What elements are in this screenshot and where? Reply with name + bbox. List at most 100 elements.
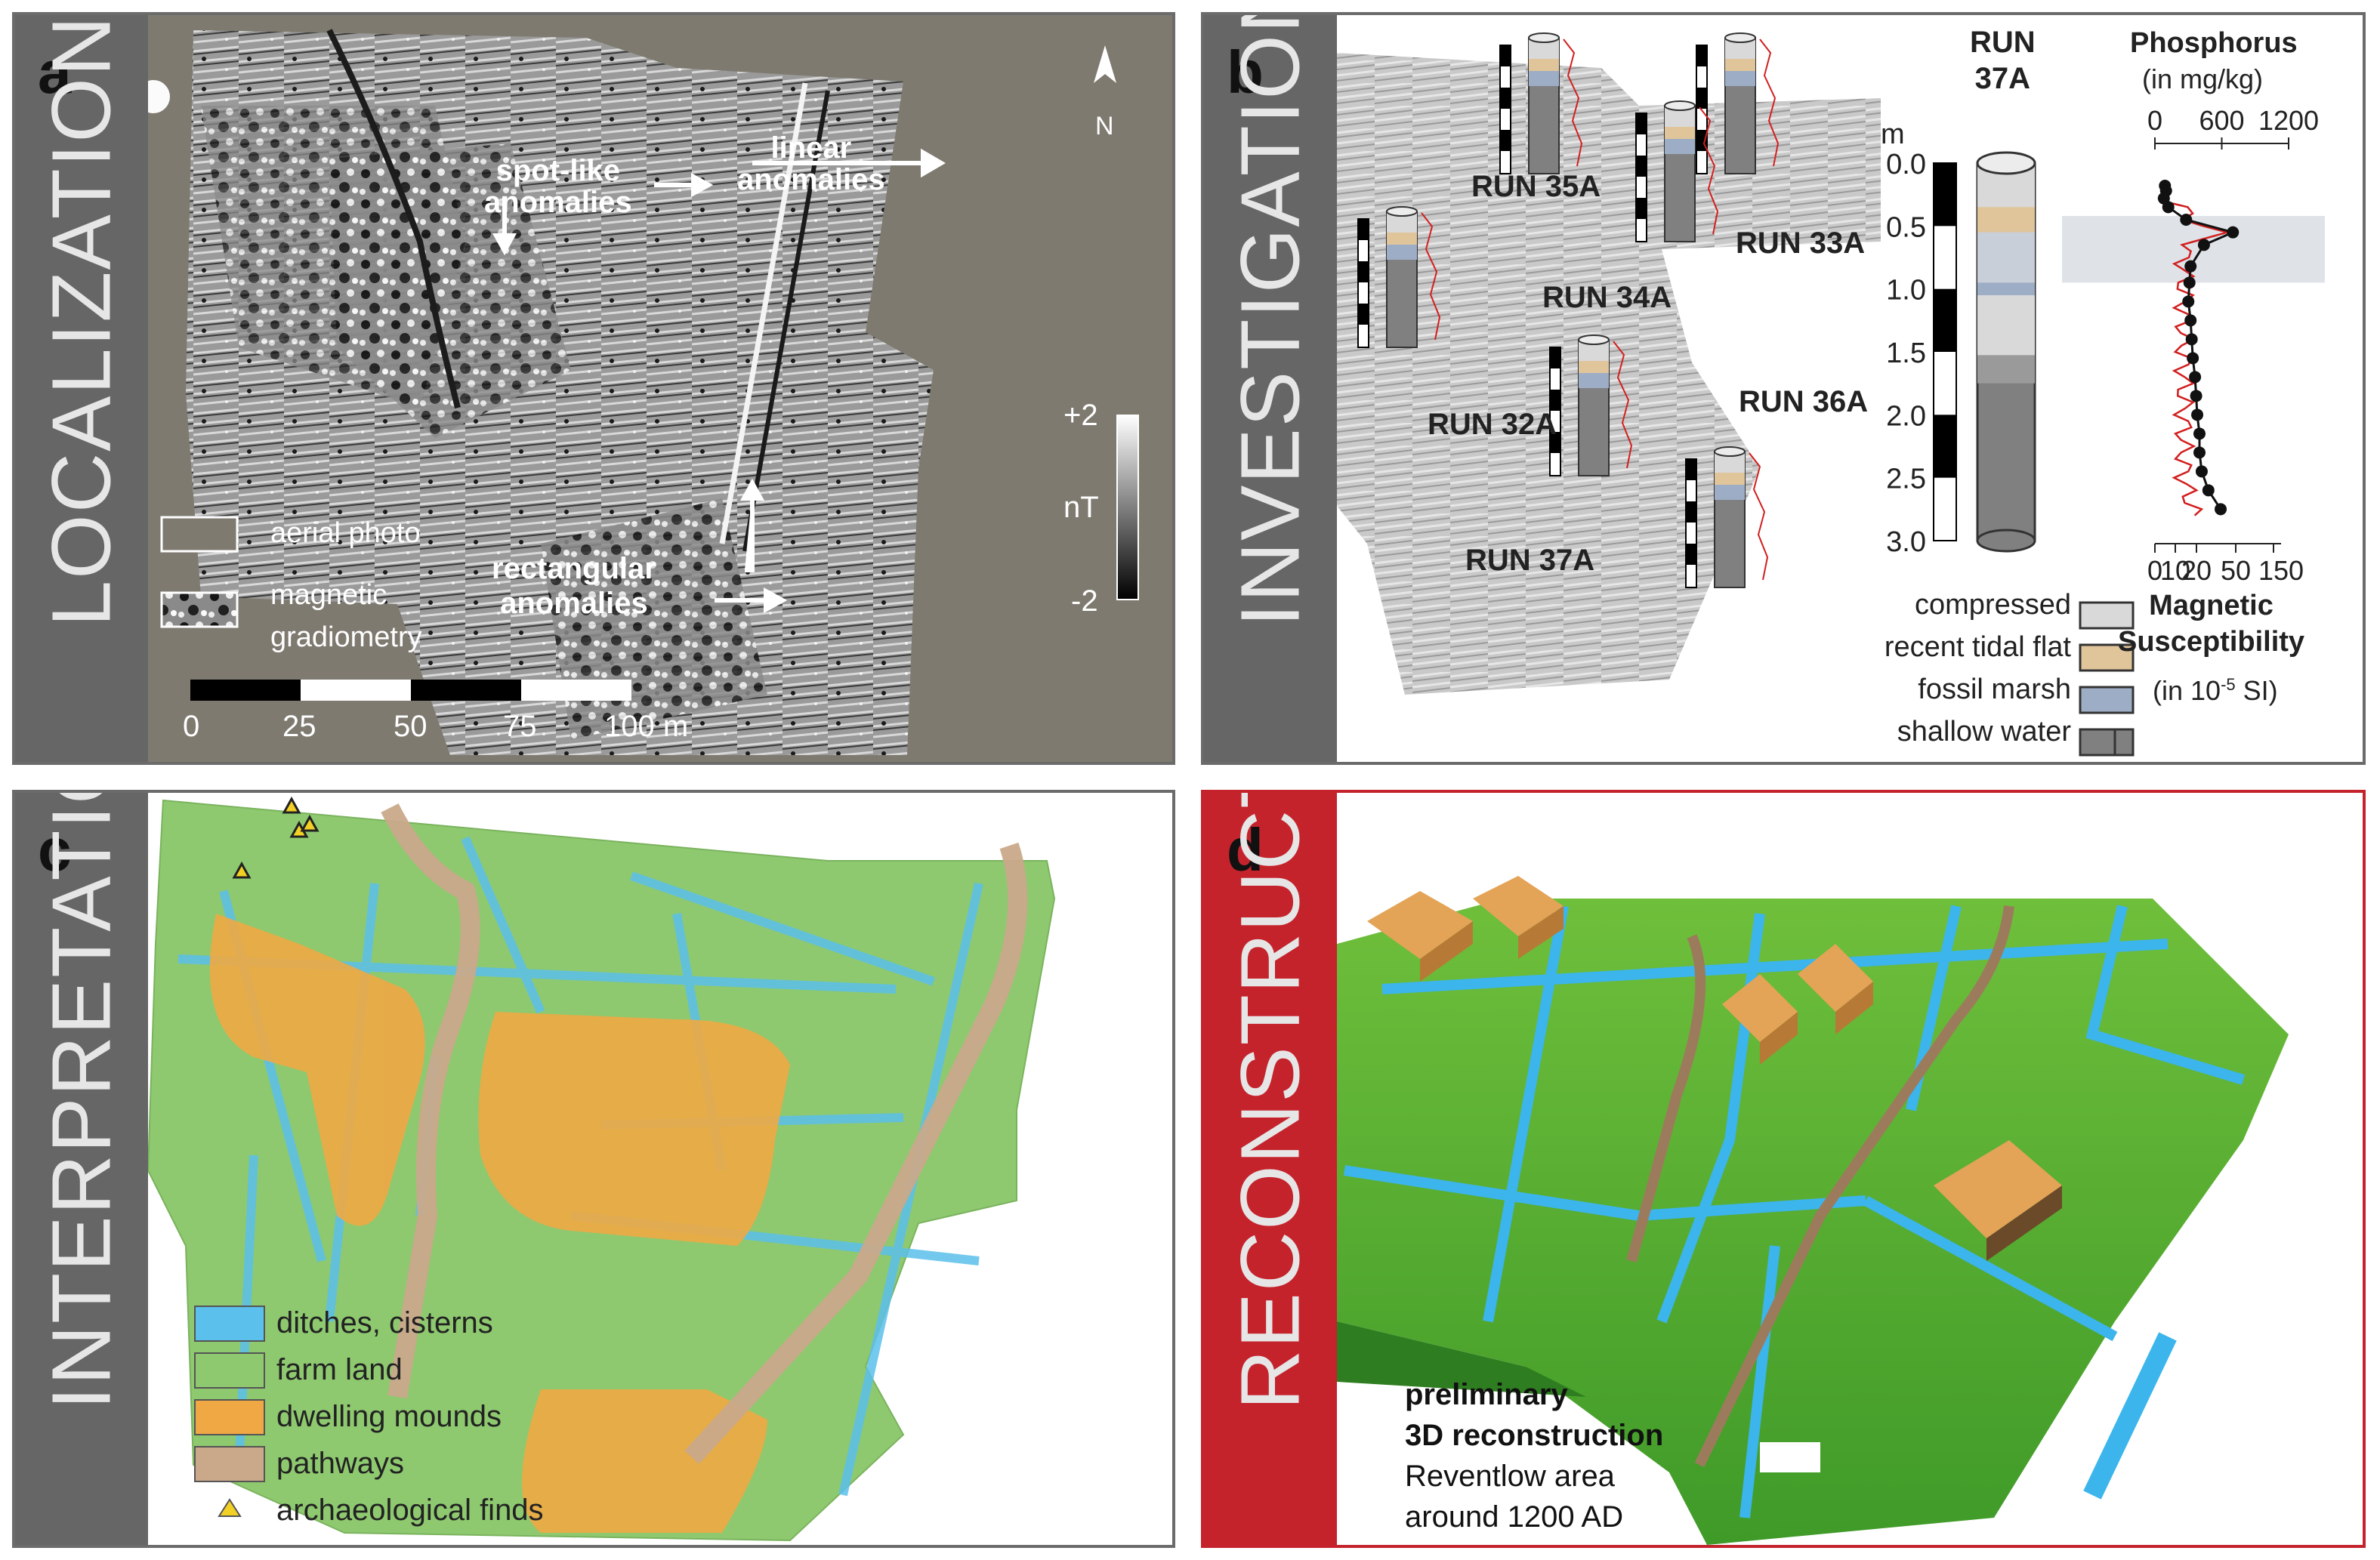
mini-core-4 — [1357, 206, 1441, 348]
core-37a-title: RUN 37A — [1970, 24, 2036, 97]
phosphorus-point-14 — [2189, 371, 2202, 384]
mini-depth-segment — [1358, 261, 1369, 282]
phosphorus-tick-label: 600 — [2199, 105, 2244, 136]
annotation-spot-like-line2: anomalies — [484, 186, 632, 219]
panel-a-title: LOCALIZATION — [35, 14, 128, 627]
find-marker-1 — [282, 796, 301, 814]
depth-tick-label: 0.5 — [1886, 211, 1926, 243]
phosphorus-point-12 — [2185, 333, 2198, 346]
mini-core-top — [1386, 206, 1418, 217]
depth-tick-label: 0.0 — [1886, 149, 1926, 180]
panel-c-svg — [148, 796, 1056, 1542]
depth-tick-label: 2.5 — [1886, 464, 1926, 495]
highlight-band — [2062, 216, 2325, 283]
mini-core-marsh — [1387, 245, 1417, 260]
phosphorus-point-13 — [2187, 352, 2199, 365]
panel-b-tab: b INVESTIGATION — [1204, 15, 1337, 762]
phosphorus-tick-label: 1200 — [2258, 105, 2319, 136]
annotation-linear-line1: linear — [770, 131, 852, 165]
linear-anomaly-east-1 — [719, 82, 808, 544]
mini-core-tidal — [1529, 59, 1559, 71]
colorbar-min: -2 — [1071, 584, 1098, 618]
panel-c-legend-swatches — [194, 1306, 265, 1517]
annotation-arrows — [492, 148, 946, 614]
annotation-rectangular: rectangular anomalies — [492, 551, 656, 621]
legend-compressed-label: compressed — [1915, 589, 2071, 621]
mini-depth-segment — [1550, 347, 1560, 368]
mini-core-marsh — [1725, 71, 1755, 86]
north-arrow-icon — [1094, 45, 1116, 83]
legend-swatch-pathways — [194, 1446, 265, 1482]
depth-ruler-segment — [1934, 163, 1956, 227]
susceptibility-unit: (in 10-5 SI) — [2153, 675, 2278, 707]
mini-depth-segment — [1500, 130, 1511, 151]
depth-tick-label: 2.0 — [1886, 400, 1926, 432]
susceptibility-tick-label: 20 — [2181, 555, 2212, 586]
legend-magnetic-line1: magnetic — [270, 579, 387, 611]
annotation-linear: linear anomalies — [737, 132, 885, 196]
colorbar-unit: nT — [1063, 491, 1099, 524]
susceptibility-tick-label: 0 — [2147, 555, 2162, 586]
depth-tick-label: 1.5 — [1886, 338, 1926, 369]
depth-ruler-segment — [1934, 288, 1956, 352]
mini-core-marsh — [1529, 71, 1559, 86]
mini-core-marsh — [1579, 373, 1609, 388]
phosphorus-point-7 — [2197, 239, 2210, 251]
rectangular-anomaly-north — [329, 143, 571, 438]
mini-depth-segment — [1636, 113, 1647, 134]
mini-core-top — [1578, 335, 1610, 345]
mini-cores — [1357, 32, 1780, 588]
linear-anomaly-east-2 — [742, 90, 830, 552]
phosphorus-title: Phosphorus — [2130, 27, 2298, 59]
phosphorus-point-5 — [2180, 214, 2193, 226]
mini-core-5 — [1549, 335, 1633, 476]
find-marker-4 — [232, 861, 252, 879]
phosphorus-tick-label: 0 — [2147, 105, 2162, 136]
house-1 — [1367, 891, 1473, 982]
mini-curve — [1749, 452, 1769, 581]
legend-shallow-water-label: shallow water — [1897, 716, 2071, 748]
mini-core-top — [1528, 32, 1560, 43]
susceptibility-title: Magnetic Susceptibility — [2118, 587, 2304, 660]
phosphorus-point-19 — [2195, 465, 2208, 478]
depth-unit-label: m — [1881, 119, 1905, 150]
phosphorus-point-21 — [2215, 503, 2227, 516]
mini-depth-segment — [1686, 544, 1696, 565]
annotation-linear-line2: anomalies — [737, 163, 885, 196]
house-5 — [1934, 1140, 2062, 1261]
core-layer-light — [1977, 232, 2035, 283]
legend-swatch-farm — [194, 1352, 265, 1389]
houses — [1367, 876, 2062, 1261]
reconstruction-caption: preliminary 3D reconstruction Reventlow … — [1405, 1374, 1663, 1537]
legend-swatch-mounds — [194, 1399, 265, 1435]
mini-depth-segment — [1550, 390, 1560, 411]
north-label: N — [1095, 112, 1114, 140]
susceptibility-tick-label: 10 — [2160, 555, 2190, 586]
scale-tick-100: 100 m — [604, 710, 689, 743]
panel-b-title: INVESTIGATION — [1224, 12, 1317, 627]
mini-curve — [1563, 39, 1583, 167]
legend-finds-label: archaeological finds — [276, 1494, 544, 1527]
mini-core-marsh — [1665, 139, 1695, 154]
annotation-rectangular-line1: rectangular — [492, 552, 656, 585]
mini-depth-segment — [1358, 304, 1369, 325]
core-bottom — [1976, 529, 2036, 553]
mini-core-top — [1664, 100, 1696, 111]
panel-b-letter: b — [1227, 39, 1264, 106]
panel-a-letter: a — [38, 39, 72, 106]
core-title-line2: 37A — [1974, 62, 2031, 95]
mini-curve — [1759, 39, 1780, 167]
annotation-spot-like-line1: spot-like — [495, 154, 621, 187]
terrain-edge — [1337, 1321, 1586, 1397]
phosphorus-point-17 — [2193, 427, 2206, 440]
mini-depth-segment — [1686, 459, 1696, 480]
annotation-spot-like: spot-like anomalies — [484, 155, 632, 218]
scale-tick-50: 50 — [394, 710, 428, 743]
panel-a-tab: a LOCALIZATION — [15, 15, 148, 762]
caption-line2: 3D reconstruction — [1405, 1419, 1664, 1452]
mini-depth-segment — [1500, 88, 1511, 109]
